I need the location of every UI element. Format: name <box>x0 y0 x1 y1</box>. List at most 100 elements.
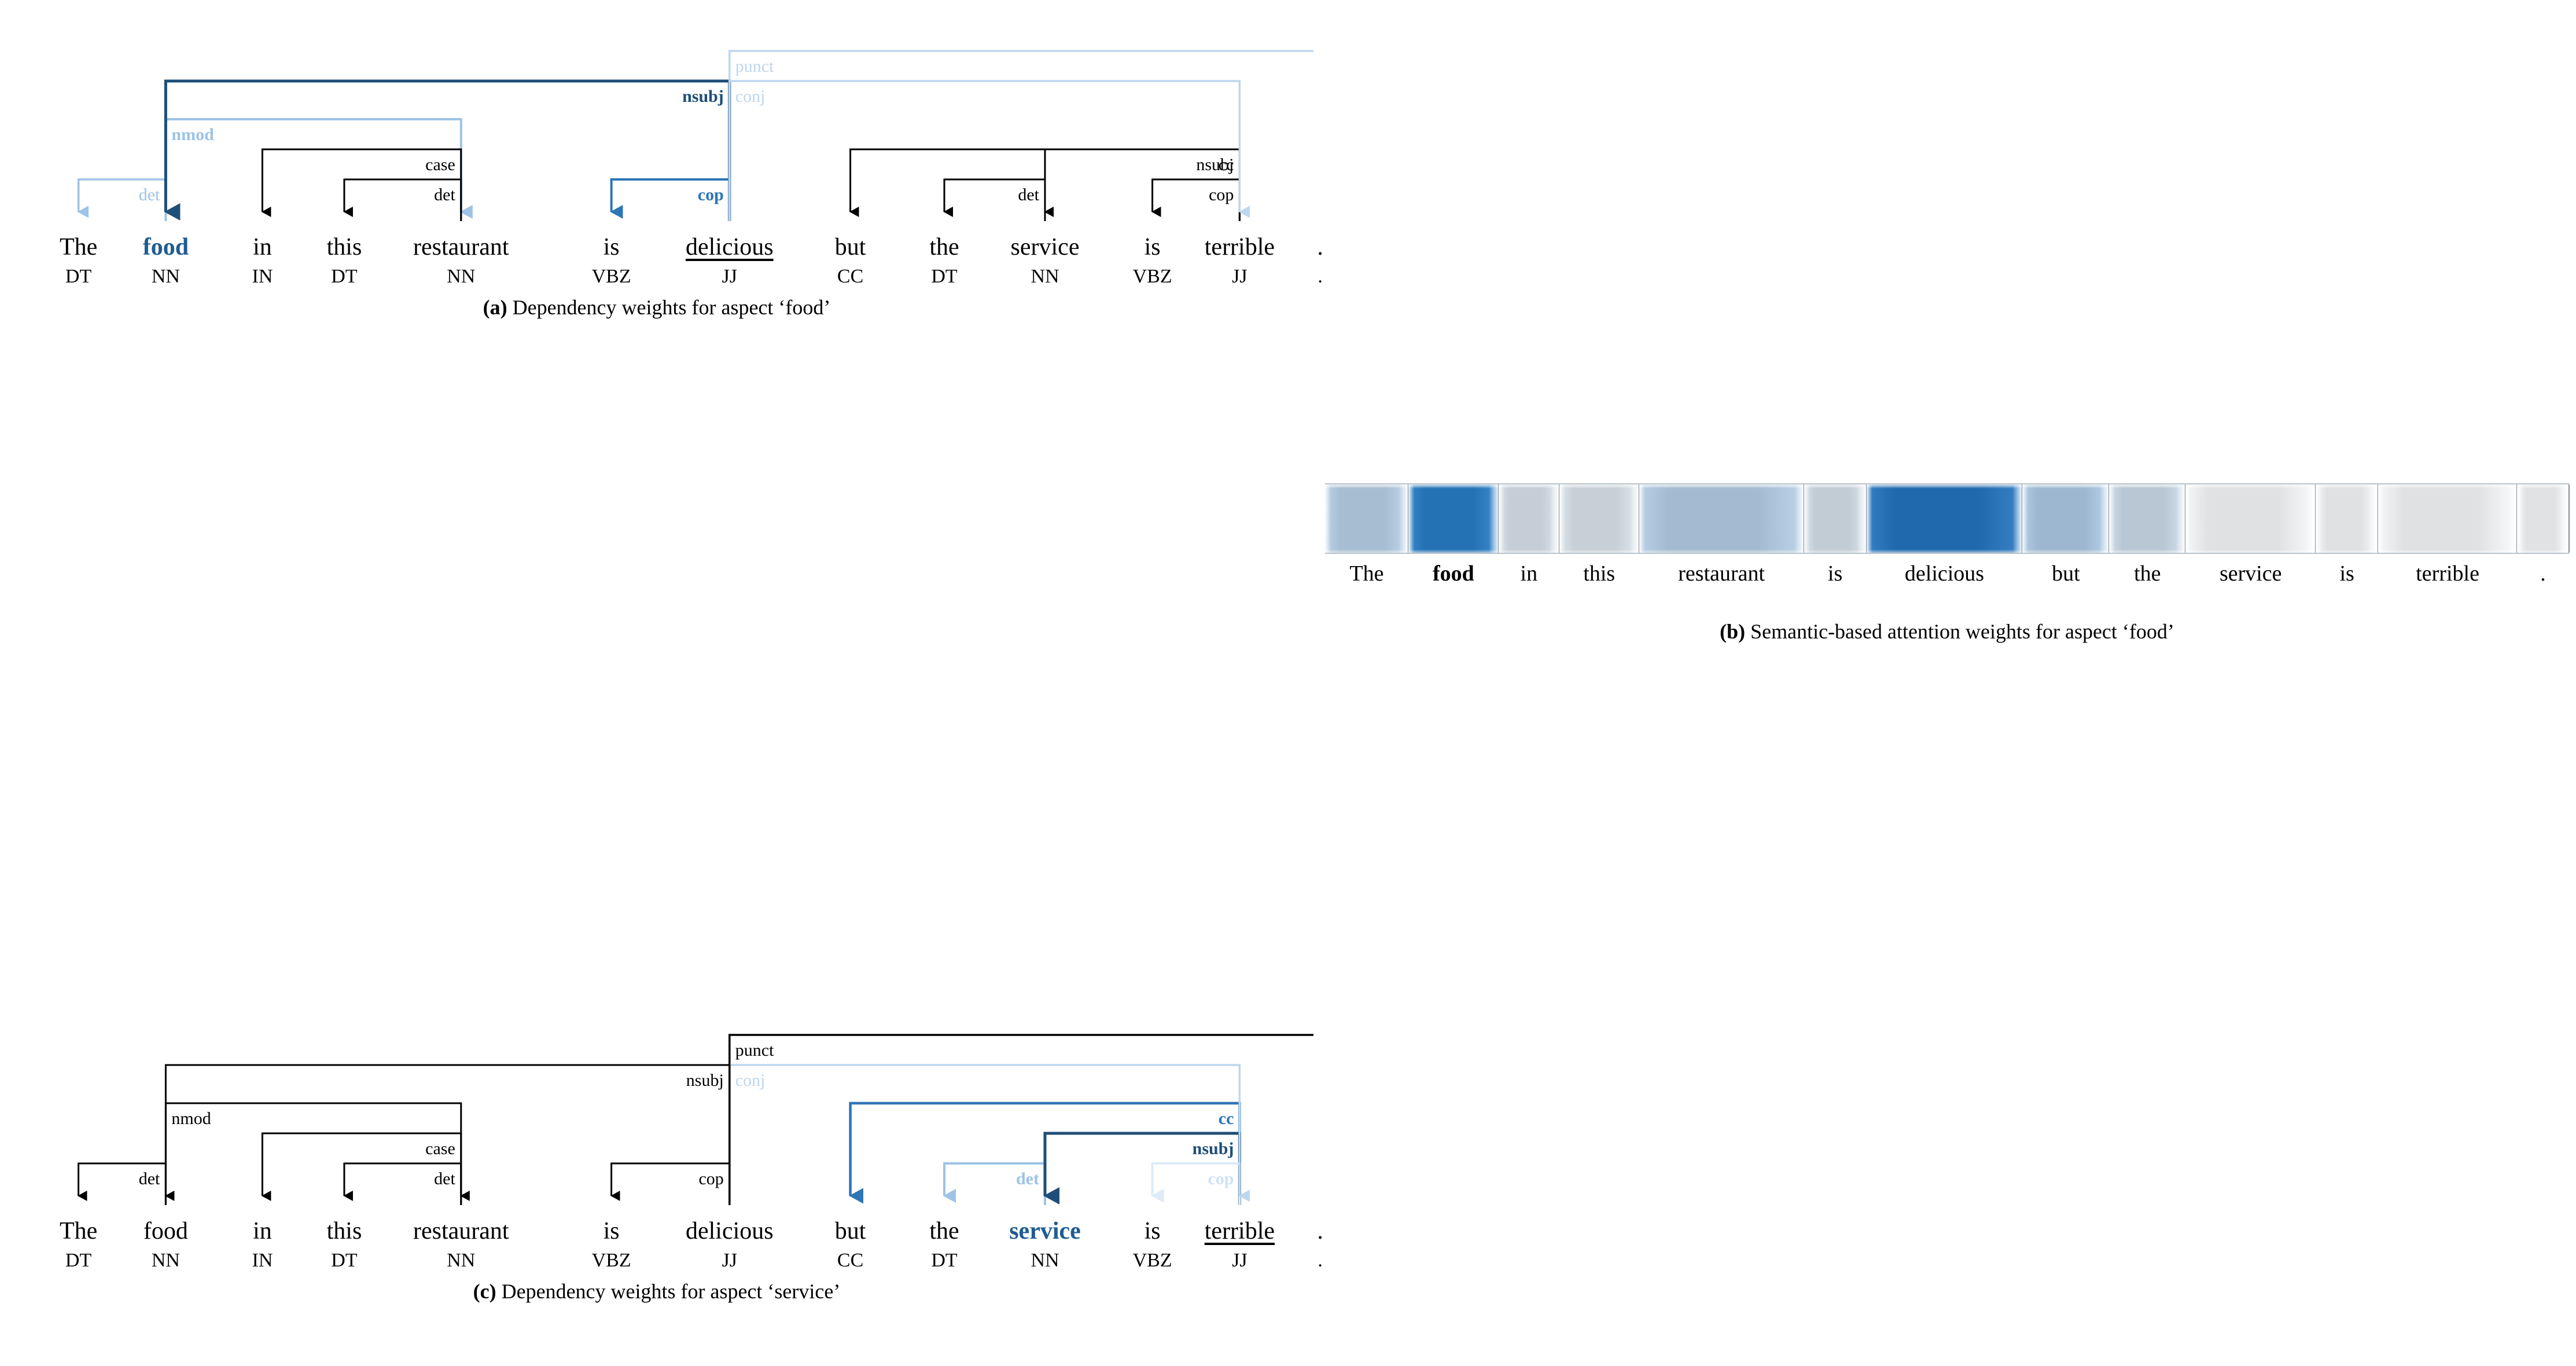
arc-label-conj: conj <box>735 87 766 106</box>
arc-label-nmod: nmod <box>171 125 214 144</box>
token-pos-6: JJ <box>722 1250 738 1271</box>
dependency-arc-case: case <box>261 1132 462 1205</box>
heatmap-cell-10 <box>2316 484 2379 553</box>
token-pos-11: JJ <box>1232 266 1247 287</box>
heatmap-word-11: terrible <box>2416 561 2479 586</box>
heatmap-word-3: this <box>1583 561 1615 586</box>
heatmap-cell-11 <box>2378 484 2518 553</box>
panel-a-arcs-svg: detnmodcasedetnsubjcopccdetnsubjcopconjp… <box>77 50 1313 221</box>
arc-label-nsubj: nsubj <box>686 1071 724 1090</box>
panel-b-caption-text: Semantic-based attention weights for asp… <box>1745 620 2174 643</box>
panel-c-caption-tag: (c) <box>473 1280 496 1303</box>
token-word-10: is <box>1144 234 1161 260</box>
arc-label-conj: conj <box>735 1071 766 1090</box>
token-word-11: terrible <box>1204 1218 1275 1244</box>
panel-c-caption-text: Dependency weights for aspect ‘service’ <box>496 1280 841 1303</box>
arc-label-det: det <box>434 185 455 204</box>
heatmap-word-0: The <box>1349 561 1384 586</box>
heatmap-word-4: restaurant <box>1678 561 1765 586</box>
heatmap-cell-1 <box>1408 484 1499 553</box>
arc-label-det: det <box>434 1169 455 1188</box>
arc-label-cop: cop <box>1209 185 1234 204</box>
token-pos-2: IN <box>252 266 273 287</box>
arc-label-case: case <box>425 1139 455 1158</box>
token-pos-8: DT <box>931 266 958 287</box>
arc-label-nsubj: nsubj <box>1193 1139 1234 1158</box>
token-pos-1: NN <box>151 1250 180 1271</box>
heatmap-cell-7 <box>2022 484 2110 553</box>
token-word-6: delicious <box>685 1218 774 1244</box>
token-word-3: this <box>326 234 362 260</box>
token-pos-6: JJ <box>722 266 738 287</box>
heatmap-cell-6 <box>1866 484 2023 553</box>
arc-label-det: det <box>139 1169 160 1188</box>
heatmap-cell-2 <box>1498 484 1560 553</box>
token-word-0: The <box>59 234 98 260</box>
panel-b-caption-tag: (b) <box>1720 620 1746 643</box>
token-pos-5: VBZ <box>591 266 631 287</box>
dependency-arc-det: det <box>343 178 462 221</box>
arc-label-punct: punct <box>735 1041 774 1060</box>
arc-label-cc: cc <box>1219 1109 1234 1128</box>
token-pos-11: JJ <box>1232 1250 1247 1271</box>
token-word-2: in <box>253 234 272 260</box>
token-word-8: the <box>929 234 959 260</box>
dependency-arc-cop: cop <box>1151 178 1241 221</box>
panel-c-caption: (c) Dependency weights for aspect ‘servi… <box>0 1279 1313 1303</box>
panel-a-caption-text: Dependency weights for aspect ‘food’ <box>507 296 831 319</box>
dependency-arc-conj: conj <box>728 80 1250 221</box>
panel-c-arcs-svg: detnmodcasedetnsubjcopccdetnsubjcopconjp… <box>78 1034 1313 1205</box>
heatmap-word-2: in <box>1520 561 1538 586</box>
token-word-11: terrible <box>1204 234 1275 260</box>
token-word-9: service <box>1010 234 1080 260</box>
token-pos-9: NN <box>1031 266 1059 287</box>
token-pos-9: NN <box>1031 1250 1059 1271</box>
token-pos-5: VBZ <box>591 1250 631 1271</box>
dependency-arc-nmod: nmod <box>164 118 473 221</box>
token-pos-7: CC <box>837 266 864 287</box>
heatmap-word-8: the <box>2134 561 2161 586</box>
heatmap-word-9: service <box>2219 561 2282 586</box>
heatmap-cell-8 <box>2109 484 2187 553</box>
token-word-2: in <box>253 1218 272 1244</box>
heatmap-cell-3 <box>1559 484 1640 553</box>
token-pos-0: DT <box>65 1250 92 1271</box>
dependency-arc-cop: cop <box>610 1162 731 1205</box>
token-word-4: restaurant <box>413 234 509 260</box>
panel-a-caption: (a) Dependency weights for aspect ‘food’ <box>0 295 1313 320</box>
token-word-3: this <box>326 1218 362 1244</box>
token-pos-12: . <box>1318 266 1323 287</box>
token-word-1: food <box>143 1218 188 1244</box>
token-pos-10: VBZ <box>1132 1250 1172 1271</box>
dependency-arc-conj: conj <box>728 1064 1250 1205</box>
dependency-arc-det: det <box>943 178 1046 221</box>
token-word-1: food <box>142 234 189 260</box>
dependency-arc-det: det <box>77 178 167 221</box>
token-pos-7: CC <box>837 1250 864 1271</box>
token-pos-10: VBZ <box>1132 266 1172 287</box>
arc-label-punct: punct <box>735 57 774 76</box>
token-pos-1: NN <box>151 266 180 287</box>
arc-label-det: det <box>1016 1169 1039 1188</box>
token-word-12: . <box>1317 234 1323 260</box>
token-word-0: The <box>59 1218 98 1244</box>
heatmap-word-10: is <box>2339 561 2354 586</box>
token-word-10: is <box>1144 1218 1161 1244</box>
heatmap-word-1: food <box>1432 561 1474 586</box>
token-word-6: delicious <box>685 234 774 260</box>
token-word-4: restaurant <box>413 1218 509 1244</box>
heatmap-word-7: but <box>2052 561 2080 586</box>
dependency-arc-punct: punct <box>728 50 1313 221</box>
token-word-12: . <box>1317 1218 1323 1244</box>
arc-label-cop: cop <box>698 185 724 204</box>
token-pos-4: NN <box>447 1250 476 1271</box>
token-word-5: is <box>603 1218 620 1244</box>
arc-label-cc: cc <box>1219 155 1234 174</box>
dependency-arc-det: det <box>943 1162 1046 1205</box>
token-word-5: is <box>603 234 620 260</box>
